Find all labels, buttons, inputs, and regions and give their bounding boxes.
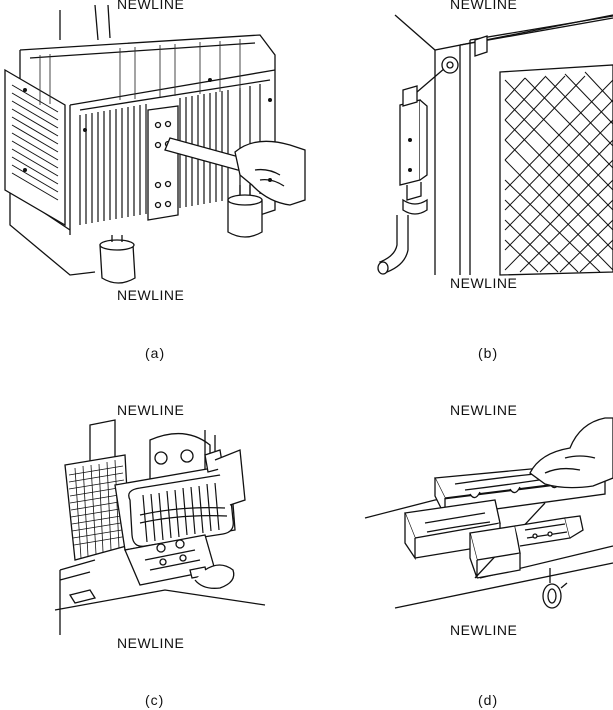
panel-c-label-bottom: NEWLINE — [117, 635, 185, 651]
panel-b-caption: (b) — [478, 345, 499, 361]
panel-a-label-bottom: NEWLINE — [117, 287, 185, 303]
panel-d-label-bottom: NEWLINE — [450, 622, 518, 638]
panel-b-label-top: NEWLINE — [450, 0, 518, 12]
terminal-block-hand-illustration — [365, 418, 613, 618]
panel-d-label-top: NEWLINE — [450, 402, 518, 418]
resistor-coil-module-illustration — [55, 420, 265, 635]
panel-a-caption: (a) — [145, 345, 166, 361]
panel-c-label-top: NEWLINE — [117, 402, 185, 418]
panel-a-label-top: NEWLINE — [117, 0, 185, 12]
limit-switch-door-illustration — [375, 10, 613, 275]
panel-c-caption: (c) — [145, 692, 165, 708]
panel-b-label-bottom: NEWLINE — [450, 275, 518, 291]
resistor-grid-cabinet-illustration — [0, 10, 310, 290]
panel-d-caption: (d) — [478, 692, 499, 708]
